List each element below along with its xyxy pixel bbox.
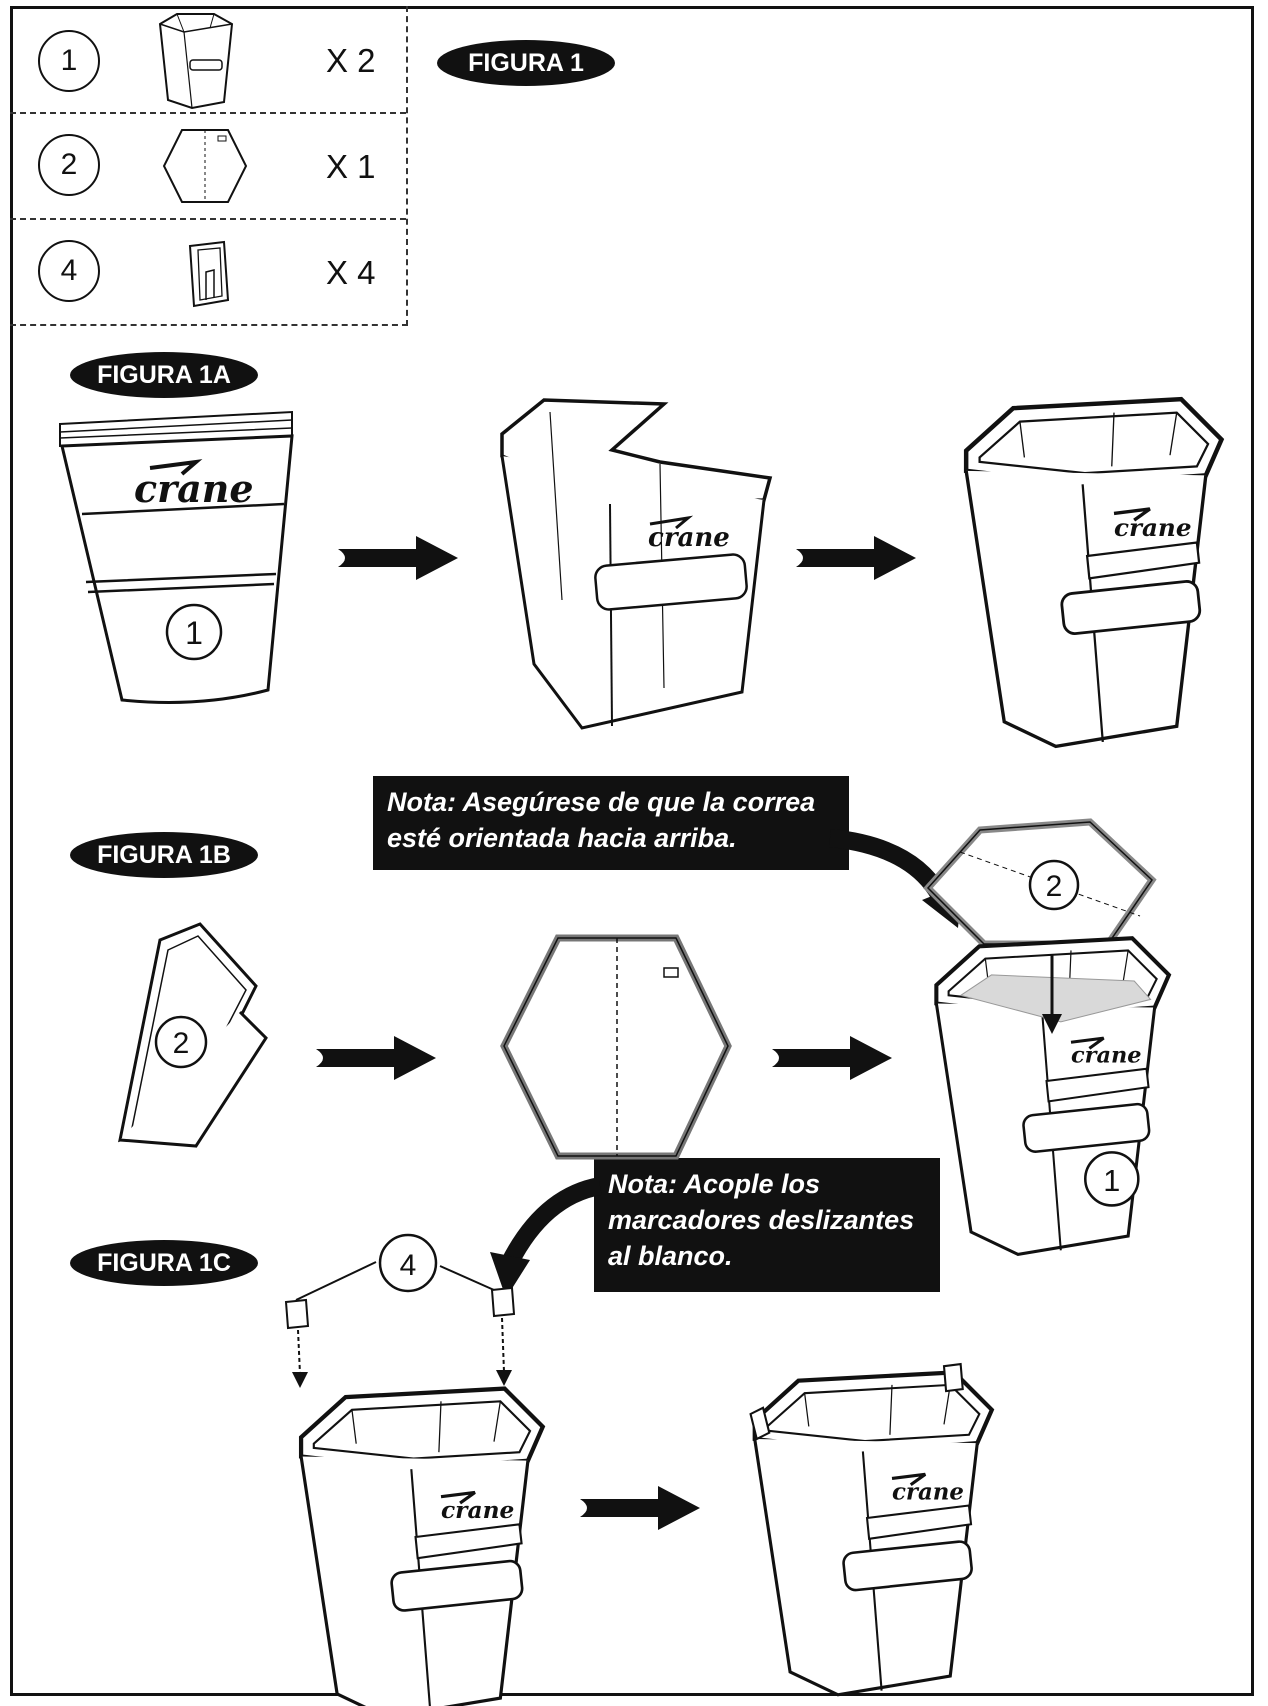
part-number-badge: 4 — [38, 240, 100, 302]
brand-logo: crane — [648, 523, 730, 553]
curved-arrow — [502, 1177, 602, 1267]
part-label: 2 — [173, 1027, 190, 1060]
note-markers: Nota: Acople los marcadores deslizantes … — [594, 1158, 940, 1292]
down-arrow-head — [1042, 1014, 1062, 1034]
part-number-badge: 1 — [38, 30, 100, 92]
note-line: marcadores deslizantes — [608, 1205, 915, 1235]
slide-marker-icon — [188, 240, 230, 308]
half-open-bin: crane — [500, 398, 773, 730]
folded-base: 2 — [118, 922, 268, 1148]
arrow-right — [772, 1036, 892, 1080]
page-frame — [10, 6, 1254, 1696]
arrow-right — [796, 536, 916, 580]
flat-hexagon-base — [500, 934, 732, 1160]
part-quantity: X 1 — [326, 148, 376, 185]
folded-bin: crane 1 — [59, 410, 294, 704]
figure-label-1a: FIGURA 1A — [70, 352, 258, 398]
bin-with-markers — [749, 1362, 992, 1695]
parts-list: 1 X 2 2 X 1 4 — [10, 6, 408, 326]
arrow-right — [338, 536, 458, 580]
part-label: 1 — [185, 615, 203, 651]
note-line: esté orientada hacia arriba. — [387, 823, 737, 853]
parts-row-1: 1 X 2 — [10, 6, 406, 114]
part-quantity: X 2 — [326, 42, 376, 79]
note-strap: Nota: Asegúrese de que la correa esté or… — [373, 776, 849, 870]
part-label: 1 — [1103, 1164, 1120, 1198]
parts-row-2: 2 X 1 — [10, 112, 406, 220]
note-line: Nota: Asegúrese de que la correa — [387, 787, 816, 817]
arrow-right — [580, 1486, 700, 1530]
bin-with-base: 1 — [936, 938, 1169, 1254]
part-label: 2 — [1046, 870, 1063, 903]
part-quantity: X 4 — [326, 254, 376, 291]
arrow-right — [316, 1036, 436, 1080]
curved-arrow-head — [490, 1252, 530, 1298]
part-number-badge: 2 — [38, 134, 100, 196]
marker-callout: 4 — [284, 1233, 516, 1388]
curved-arrow — [829, 829, 948, 901]
bin-icon — [158, 13, 234, 110]
opened-bin — [966, 399, 1221, 746]
bin-before-markers — [301, 1389, 543, 1706]
figure-label-1b: FIGURA 1B — [70, 832, 258, 878]
figure-label-main: FIGURA 1 — [437, 40, 615, 86]
part-label: 4 — [400, 1249, 417, 1282]
note-line: Nota: Acople los — [608, 1169, 821, 1199]
figure-label-1c: FIGURA 1C — [70, 1240, 258, 1286]
parts-row-3: 4 X 4 — [10, 218, 406, 324]
hexagon-base-insert: 2 — [923, 818, 1157, 948]
hexagon-base-icon — [162, 129, 248, 203]
brand-logo: crane — [134, 466, 254, 511]
note-line: al blanco. — [608, 1241, 733, 1271]
